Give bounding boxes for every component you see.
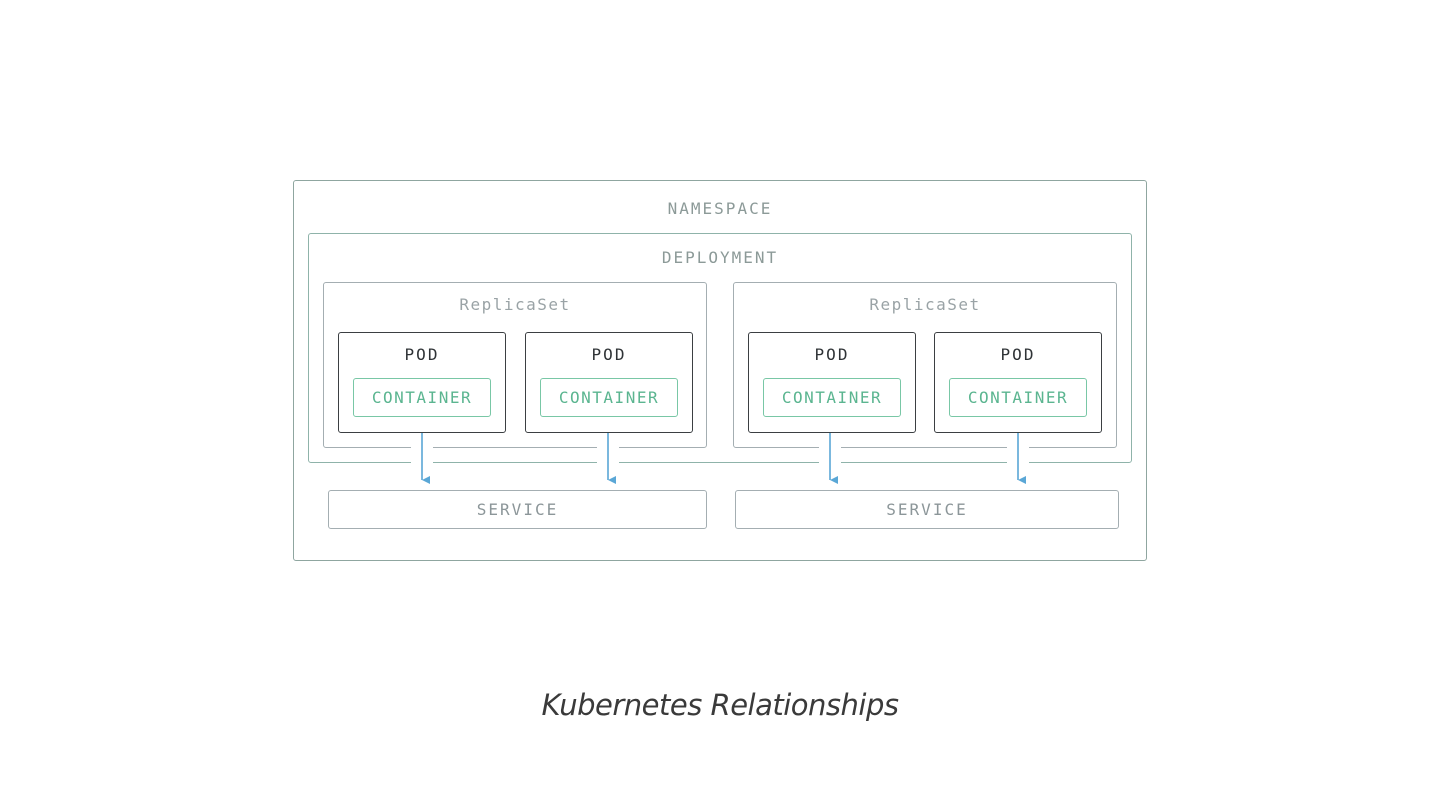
namespace-box: NAMESPACE (293, 180, 1147, 561)
container-box: CONTAINER (540, 378, 678, 417)
container-box: CONTAINER (949, 378, 1087, 417)
arrow-gap (411, 443, 433, 468)
service-box-2: SERVICE (735, 490, 1119, 529)
service-box-1: SERVICE (328, 490, 707, 529)
arrow-gap (1007, 443, 1029, 468)
arrow-gap (819, 443, 841, 468)
pod-box-3: POD CONTAINER (748, 332, 916, 433)
pod-box-4: POD CONTAINER (934, 332, 1102, 433)
replicaset-label: ReplicaSet (459, 295, 571, 314)
arrow-gap (597, 443, 619, 468)
deployment-label: DEPLOYMENT (661, 248, 779, 267)
replicaset-label: ReplicaSet (869, 295, 981, 314)
container-box: CONTAINER (763, 378, 901, 417)
pod-label: POD (404, 345, 440, 364)
container-box: CONTAINER (353, 378, 491, 417)
service-label: SERVICE (886, 500, 968, 519)
service-label: SERVICE (476, 500, 559, 519)
diagram-caption: Kubernetes Relationships (541, 688, 900, 722)
pod-box-1: POD CONTAINER (338, 332, 506, 433)
pod-label: POD (591, 345, 627, 364)
pod-box-2: POD CONTAINER (525, 332, 693, 433)
pod-label: POD (814, 345, 850, 364)
pod-label: POD (1000, 345, 1036, 364)
deployment-box: DEPLOYMENT (308, 233, 1132, 463)
namespace-label: NAMESPACE (667, 199, 773, 218)
